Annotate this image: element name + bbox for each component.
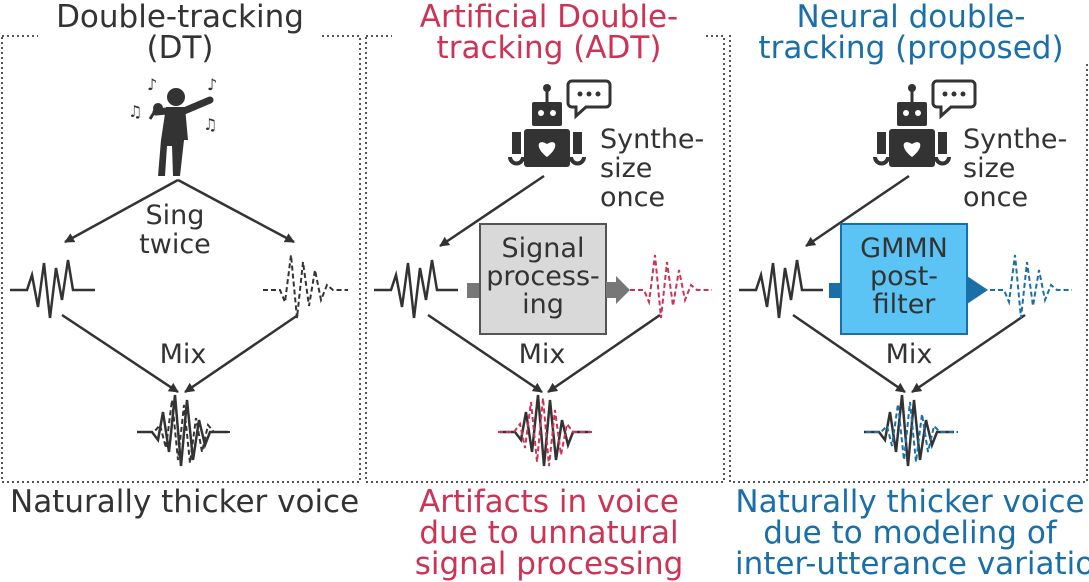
arrow-icon [792,313,906,394]
synthesize-once-label: Synthe- size once [600,124,705,213]
robot-icon [508,84,586,167]
arrow-icon [177,178,295,244]
caption-dt: Naturally thicker voice [6,487,360,518]
waveform-icon [864,394,954,467]
waveform-icon [263,254,348,319]
arrow-icon [427,313,543,394]
arrow-icon [547,313,661,394]
title-line: Double-tracking [56,0,304,35]
arrow-icon [911,313,1026,394]
speech-bubble-icon [931,79,977,120]
music-note-icon: ♪ [147,75,157,94]
caption-adt: Artifacts in voice due to unnatural sign… [384,487,714,580]
synthesize-once-label: Synthe- size once [963,124,1068,213]
waveform-icon [10,259,95,319]
mix-label: Mix [518,339,566,370]
mix-label: Mix [159,339,207,370]
arrow-icon [805,174,910,248]
panel-title-adt: Artificial Double- tracking (ADT) [392,2,706,64]
robot-icon [873,84,951,167]
arrow-icon [61,313,179,394]
music-note-icon: ♫ [128,102,142,121]
arrow-icon [967,276,988,304]
waveform-icon [630,254,712,319]
connector-block [467,283,481,298]
sing-twice-label: Sing twice [139,200,211,260]
singer-icon [148,88,214,176]
waveform-icon [500,394,590,467]
title-line: Artificial Double- [419,0,679,35]
panel-title-neural: Neural double- tracking (proposed) [731,2,1089,64]
panel-frame-neural [729,35,1088,483]
signal-processing-label: Signal process- ing [486,233,600,320]
waveform-icon [866,401,958,463]
panel-title-dt: Double-tracking (DT) [38,2,322,64]
arrow-icon [606,276,630,304]
waveform-icon [137,394,228,467]
gmmn-postfilter-box [840,223,968,335]
waveform-icon [498,397,592,467]
title-line: (DT) [146,30,214,66]
arrow-icon [184,313,299,394]
panel-frame-dt [1,35,361,483]
waveform-icon [990,254,1072,319]
signal-processing-box [479,223,607,335]
caption-neural: Naturally thicker voice due to modeling … [731,487,1089,580]
arrow-icon [64,178,179,244]
music-note-icon: ♫ [203,115,217,134]
speech-bubble-icon [566,79,612,120]
waveform-icon [374,259,458,319]
mix-label: Mix [885,339,933,370]
title-line: tracking (ADT) [436,30,662,66]
title-line: tracking (proposed) [758,30,1064,66]
panel-frame-adt [365,35,725,483]
waveform-icon [739,259,823,319]
title-line: Neural double- [796,0,1026,35]
music-note-icon: ♪ [207,75,217,94]
waveform-icon [140,399,230,464]
gmmn-postfilter-label: GMMN post- filter [860,233,948,320]
connector-block [829,283,842,298]
arrow-icon [439,174,545,248]
